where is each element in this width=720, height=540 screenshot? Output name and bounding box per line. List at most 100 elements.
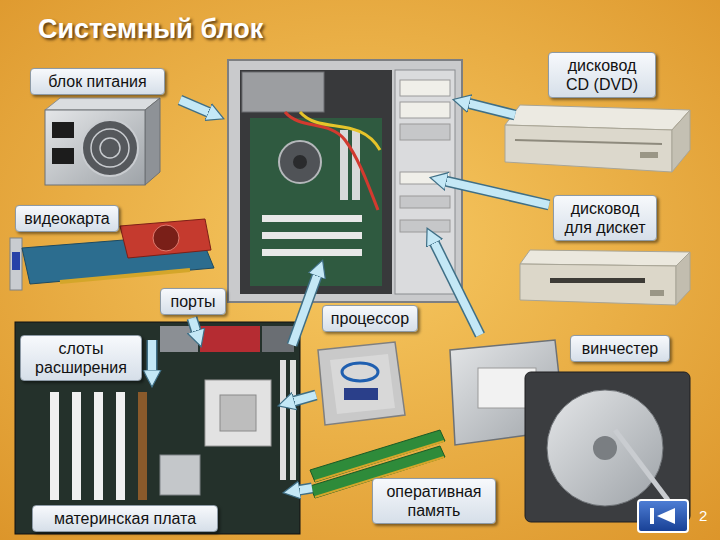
pointer-arrows — [152, 100, 549, 490]
label-text: блок питания — [37, 72, 158, 91]
arrow — [299, 488, 312, 490]
ram-contacts — [315, 441, 444, 481]
label-text: видеокарта — [22, 209, 112, 228]
case-bay — [400, 220, 450, 232]
board-ram-slot — [290, 360, 296, 480]
arrow — [148, 340, 156, 371]
component-label: процессор — [322, 305, 418, 332]
arrow-outline — [180, 100, 209, 113]
board-ram-slot — [280, 360, 286, 480]
nav-icon — [657, 508, 675, 524]
floppy-slot — [550, 278, 645, 283]
component-label: оперативная память — [372, 478, 496, 524]
psu-socket — [52, 122, 74, 138]
case-bay — [400, 124, 450, 140]
label-text: порты — [167, 292, 219, 311]
hdd-spindle — [593, 436, 617, 460]
psu-fan — [82, 120, 138, 176]
arrow — [446, 181, 549, 205]
case-slot — [262, 215, 362, 222]
cpu-socket — [205, 380, 271, 446]
psu-side — [145, 98, 160, 185]
card-contacts — [60, 270, 190, 282]
case-slot — [262, 249, 362, 256]
case-bay — [400, 196, 450, 208]
arrow — [192, 318, 196, 332]
component-label: слоты расширения — [20, 335, 142, 381]
component-label: дисковод для дискет — [553, 195, 657, 241]
slide-title: Системный блок — [38, 14, 263, 45]
nav-button — [638, 500, 688, 532]
card-cooler — [120, 219, 211, 258]
hdd-arm — [615, 430, 668, 500]
arrow-outline — [192, 318, 196, 332]
case-bay — [400, 172, 450, 184]
floppy-top — [520, 250, 690, 266]
case-fan — [279, 141, 321, 183]
psu-grille — [91, 129, 129, 167]
component-label: материнская плата — [32, 505, 218, 532]
psu-top — [45, 98, 160, 110]
case-cable — [300, 112, 380, 150]
floppy-side — [676, 252, 690, 305]
arrow — [294, 395, 317, 401]
component-label: дисковод CD (DVD) — [548, 52, 656, 98]
case-psu — [242, 72, 324, 112]
board-slot — [94, 392, 103, 500]
component-label: видеокарта — [15, 205, 119, 232]
page-number: 2 — [699, 507, 707, 524]
case-interior — [240, 70, 392, 294]
arrow — [469, 103, 515, 115]
arrow-outline — [292, 275, 317, 345]
case-bay — [400, 102, 450, 118]
cd-button — [640, 152, 658, 158]
label-text: оперативная память — [379, 482, 489, 520]
cpu-spreader — [330, 354, 395, 414]
case-bay — [400, 80, 450, 96]
arrow-outline — [446, 181, 549, 205]
cd-front — [505, 125, 672, 172]
cpu-socket-core — [220, 395, 256, 431]
card-bracket — [10, 238, 22, 290]
arrow-outline — [434, 243, 480, 336]
nav-icon — [650, 508, 654, 524]
component-label: винчестер — [570, 335, 670, 362]
label-text: материнская плата — [39, 509, 211, 528]
arrow-outline — [147, 340, 158, 371]
board-slot — [50, 392, 59, 500]
board-heatsink — [160, 455, 200, 495]
arrow-outline — [469, 103, 515, 115]
case-fan-hub — [293, 155, 307, 169]
component-label: порты — [160, 288, 226, 315]
arrow-outline — [299, 488, 312, 490]
label-text: дисковод для дискет — [560, 199, 650, 237]
case-board — [250, 118, 382, 286]
floppy-button — [650, 290, 664, 296]
case-slot — [262, 232, 362, 239]
cpu-badge — [344, 388, 378, 400]
arrow — [434, 243, 480, 336]
arrow-outline — [294, 395, 317, 401]
cpu-logo — [342, 363, 378, 381]
psu-socket — [52, 148, 74, 164]
board-slot — [138, 392, 147, 500]
label-text: процессор — [329, 309, 411, 328]
board-ports — [200, 326, 260, 352]
psu-front — [45, 110, 145, 185]
floppy-front — [520, 264, 676, 305]
cd-tray — [515, 140, 662, 144]
component-label: блок питания — [30, 68, 165, 95]
case-frame — [228, 60, 462, 302]
psu-grille — [100, 138, 120, 158]
cd-side — [672, 110, 690, 172]
cpu-chip — [318, 342, 405, 425]
card-fan — [153, 225, 179, 251]
label-text: слоты расширения — [27, 339, 135, 377]
label-text: дисковод CD (DVD) — [555, 56, 649, 94]
hdd-platter — [547, 390, 663, 506]
arrow — [180, 100, 209, 113]
board-slot — [116, 392, 125, 500]
card-port — [12, 252, 20, 270]
label-text: винчестер — [577, 339, 663, 358]
